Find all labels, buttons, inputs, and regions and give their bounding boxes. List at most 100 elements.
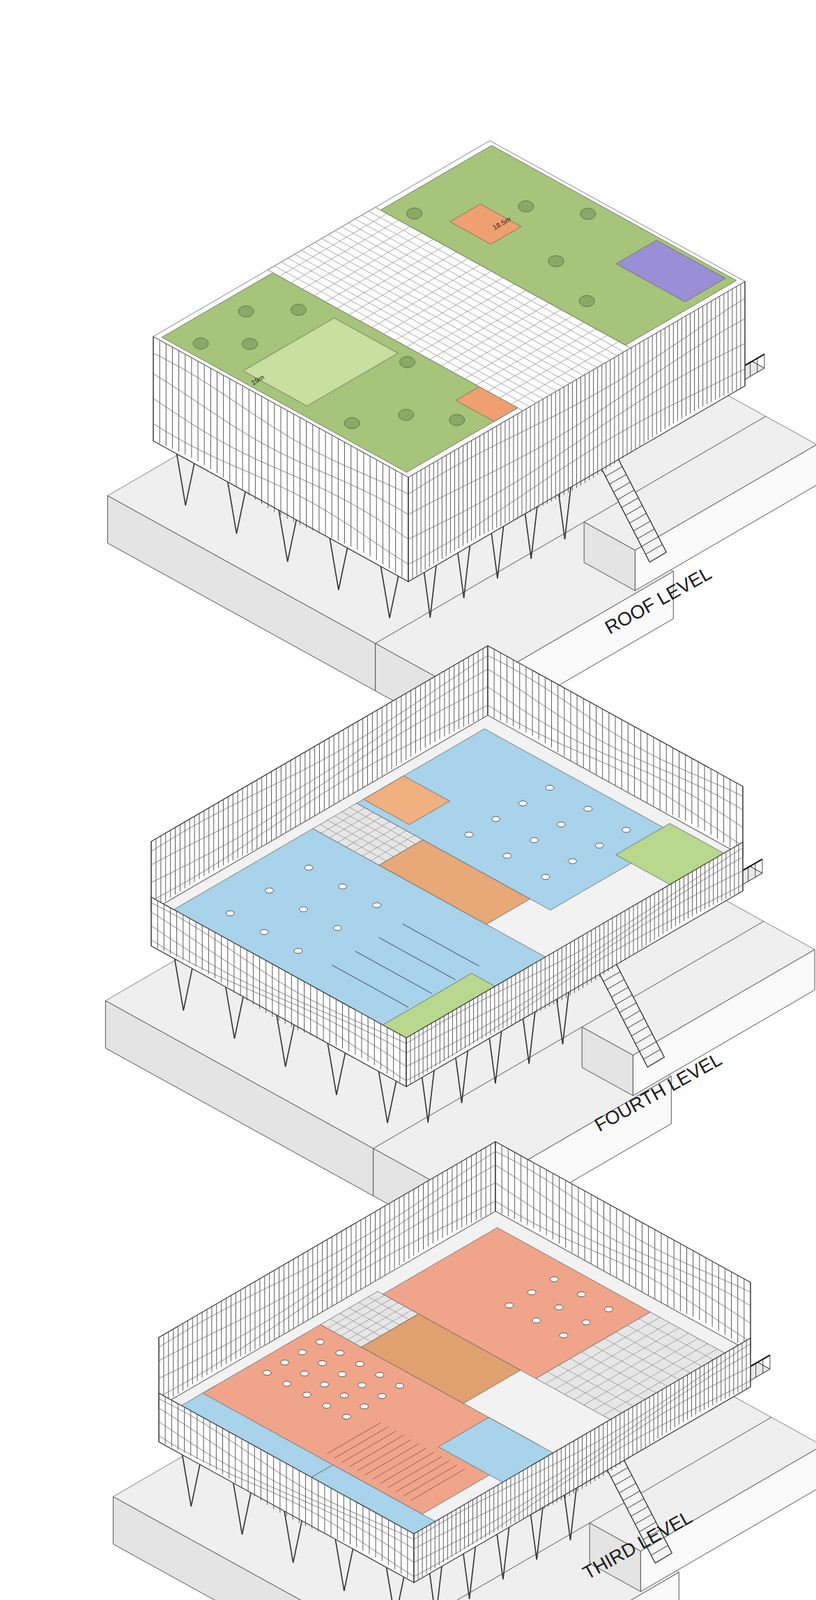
facade-fin <box>381 707 383 777</box>
facade-fin <box>406 1038 407 1088</box>
tree-symbol <box>344 418 360 430</box>
facade-fin <box>576 695 578 766</box>
grid-line <box>274 266 530 407</box>
facade-fin <box>553 952 554 1005</box>
facade-fin <box>293 413 295 522</box>
facade-fin <box>305 1474 306 1527</box>
facade-fin <box>623 1411 625 1462</box>
facade-fin <box>309 749 311 824</box>
stair-step <box>627 1018 644 1029</box>
facade-fin <box>406 1038 407 1088</box>
facade-fin <box>630 347 632 453</box>
stair-step <box>615 1475 633 1486</box>
grid-line <box>349 252 458 315</box>
facade-fin <box>418 1030 420 1079</box>
facade-fin <box>216 372 218 474</box>
table-symbol <box>320 1382 329 1388</box>
facade-fin <box>514 974 516 1024</box>
facade-fin <box>650 896 651 943</box>
facade-fin <box>514 1152 515 1220</box>
facade-fin <box>733 847 735 896</box>
facade-fin <box>704 864 706 911</box>
table-symbol <box>337 1372 347 1377</box>
facade-fin <box>560 1448 562 1501</box>
column <box>387 1074 398 1124</box>
facade-fin <box>426 1526 428 1575</box>
facade-fin <box>466 443 468 544</box>
seating-row <box>326 1422 381 1455</box>
facade-fin <box>453 665 455 732</box>
column <box>524 508 532 559</box>
facade-band <box>406 857 743 1054</box>
facade-fin <box>737 1275 738 1344</box>
stair-step <box>611 1468 628 1478</box>
facade-fin <box>595 928 596 981</box>
table-symbol <box>375 1372 384 1378</box>
railing-post <box>756 358 758 373</box>
facade-fin <box>557 950 559 1003</box>
facade-fin <box>241 1439 242 1489</box>
facade-fin <box>374 1211 376 1283</box>
facade-fin <box>240 947 242 997</box>
facade-fin <box>170 907 171 954</box>
seating-row <box>334 1427 389 1459</box>
facade-fin <box>295 758 297 832</box>
grid-line <box>353 826 398 853</box>
facade-fin <box>323 992 325 1042</box>
facade-fin <box>171 1400 173 1448</box>
table-symbol <box>315 1340 325 1345</box>
facade-fin <box>671 884 672 930</box>
plinth-side <box>581 1027 633 1097</box>
stair-step <box>609 474 627 485</box>
column <box>530 1510 538 1561</box>
floor <box>158 1211 751 1549</box>
facade-fin <box>707 1363 709 1408</box>
facade-fin <box>338 732 340 806</box>
facade-fin <box>349 1499 351 1546</box>
facade-fin <box>524 970 525 1020</box>
facade-fin <box>291 974 292 1028</box>
column <box>556 994 564 1045</box>
facade-fin <box>603 923 605 975</box>
grid-line <box>418 290 527 354</box>
column <box>241 1486 253 1536</box>
column <box>488 1033 496 1084</box>
table-symbol <box>530 838 539 844</box>
facade-fin <box>184 822 186 889</box>
stair-step <box>605 466 623 477</box>
tree-symbol <box>241 338 258 350</box>
facade-fin <box>203 1418 205 1463</box>
table-symbol <box>360 1404 369 1410</box>
facade-fin <box>405 693 407 760</box>
tree-symbol <box>518 200 534 212</box>
facade-fin <box>196 1414 198 1460</box>
facade-fin <box>565 1446 566 1499</box>
facade-fin <box>172 1329 174 1398</box>
grid-line <box>464 316 573 380</box>
facade-fin <box>648 337 649 441</box>
table-symbol <box>491 816 501 822</box>
facade-fin <box>331 434 333 538</box>
facade-fin <box>311 1477 313 1530</box>
facade-fin <box>462 445 464 546</box>
facade-fin <box>418 1186 419 1253</box>
facade-fin <box>337 438 339 541</box>
facade-fin <box>157 901 159 950</box>
railing-post <box>763 353 765 368</box>
grid-line <box>302 226 411 290</box>
facade-fin <box>245 1287 246 1355</box>
table-symbol <box>464 832 474 838</box>
facade-fin <box>420 684 421 751</box>
table-symbol <box>545 785 554 791</box>
seating-row <box>380 1452 435 1485</box>
facade-fin <box>649 1397 651 1445</box>
facade-fin <box>588 372 590 481</box>
facade-fin <box>666 1387 667 1434</box>
grid-line <box>511 341 620 405</box>
facade-fin <box>563 386 565 496</box>
facade-fin <box>460 1006 462 1051</box>
facade-fin <box>425 467 426 571</box>
stair-step <box>631 1507 649 1518</box>
facade-fin <box>235 382 237 488</box>
facade-fin <box>681 318 683 419</box>
